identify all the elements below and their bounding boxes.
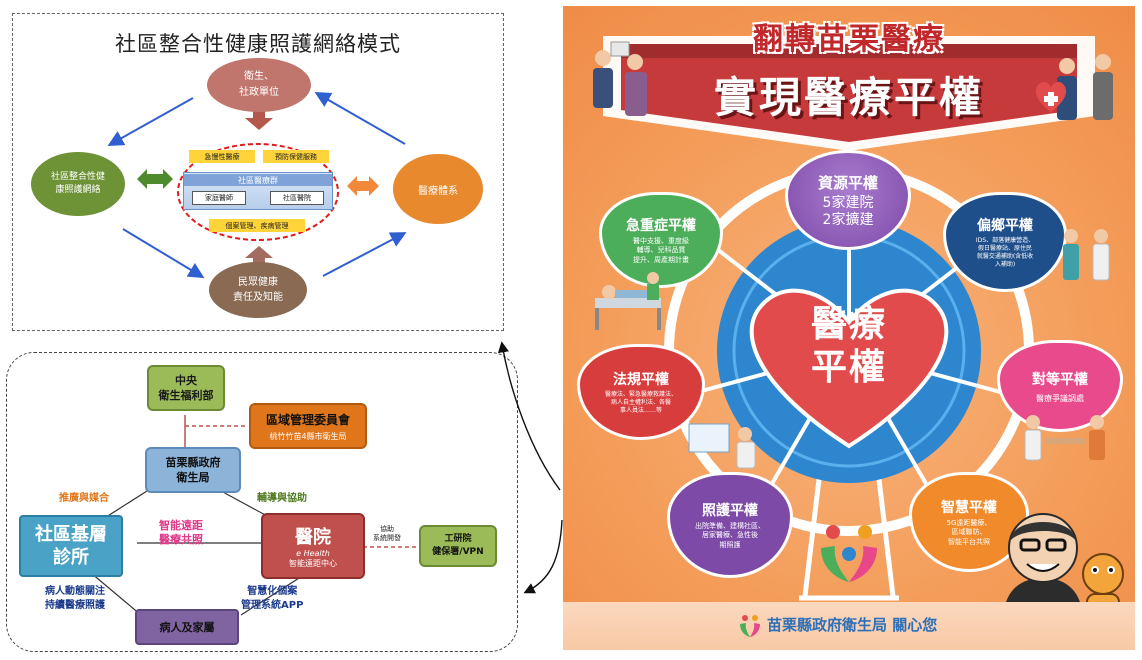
poster-center-text: 醫療 平權 <box>810 303 887 388</box>
box-itri-label: 工研院 健保署/VPN <box>432 533 484 558</box>
box-regional-sub: 桃竹竹苗4縣市衛生局 <box>269 431 347 441</box>
cross-arrows <box>497 341 563 594</box>
group-box: 社區醫療群 家庭醫師 社區醫院 <box>183 172 333 210</box>
heart-smart-body: 5G遠距醫療、 區域聯防、 智能平台共照 <box>946 518 992 546</box>
heart-care: 照護平權 出院準備、建構社區、 居家醫療、急性後 期照護 <box>667 472 793 578</box>
heart-care-title: 照護平權 <box>702 502 758 519</box>
heart-resource-title: 資源平權 <box>817 173 878 192</box>
poster-title-2: 實現醫療平權 <box>713 72 984 122</box>
poster-title-1: 翻轉苗栗醫療 <box>753 22 945 57</box>
heart-equal-title: 對等平權 <box>1032 371 1088 388</box>
heart-equal-body: 醫療爭議調處 <box>1036 393 1084 403</box>
heart-plus-icon <box>1035 81 1067 112</box>
consultation-illustration <box>1024 415 1105 461</box>
poster-banner <box>603 36 1095 151</box>
footer-logo-icon <box>740 615 760 637</box>
box-patient-label: 病人及家屬 <box>159 621 215 634</box>
label-promo: 推廣與媒合 <box>59 493 109 504</box>
box-hospital-label: 醫院 <box>295 527 331 548</box>
label-track: 病人動態關注 持續醫療照護 <box>45 586 105 611</box>
footer-text: 苗栗縣政府衛生局 關心您 <box>767 616 938 634</box>
poster: 翻轉苗栗醫療 實現醫療平權 醫療 平權 <box>563 6 1135 650</box>
box-county-label: 苗栗縣政府 衛生局 <box>165 455 221 484</box>
box-regional-label: 區域管理委員會 <box>265 412 350 427</box>
box-itri: 工研院 健保署/VPN <box>419 525 497 567</box>
health-bureau-logo <box>821 525 877 582</box>
box-clinic: 社區基層 診所 <box>19 515 123 577</box>
bottom-connectors <box>90 415 419 616</box>
top-arrows <box>107 92 407 279</box>
box-hospital-sub2: 智能遠距中心 <box>289 559 337 568</box>
box-clinic-label: 社區基層 診所 <box>35 523 107 568</box>
tag-chronic: 急慢性醫療 <box>189 150 255 163</box>
label-app: 智慧化個案 管理系統APP <box>241 586 304 611</box>
heart-rural: 偏鄉平權 IDS、部落健康營造、 假日醫療站、原住民 就醫交通補助(含低收 入補… <box>943 192 1067 292</box>
node-public: 民眾健康 責任及知能 <box>209 262 307 318</box>
box-hospital: 醫院 e Health 智能遠距中心 <box>261 513 365 579</box>
top-diagram: 社區整合性健康照護網絡模式 衛生、 社政單位 社區整合性健 康照護網絡 醫療體系… <box>12 13 504 331</box>
box-county: 苗栗縣政府 衛生局 <box>145 447 241 493</box>
heart-legal-body: 醫療法、緊急醫療救護法、 病人自主權利法、各醫 事人員法……等 <box>604 390 677 415</box>
heart-legal: 法規平權 醫療法、緊急醫療救護法、 病人自主權利法、各醫 事人員法……等 <box>577 344 705 440</box>
node-hospital-system-label: 醫療體系 <box>418 185 458 197</box>
node-community-care-label: 社區整合性健 康照護網絡 <box>50 171 105 196</box>
label-guide: 輔導與協助 <box>257 493 307 504</box>
heart-equal: 對等平權 醫療爭議調處 <box>997 340 1123 432</box>
heart-emergency-body: 醫中支援、重度級 輔導、兒科品質 提升、周產期計畫 <box>633 236 689 264</box>
box-central-label: 中央 衛生福利部 <box>158 373 214 402</box>
heart-resource: 資源平權 5家建院 2家擴建 <box>785 150 911 250</box>
telemedicine-illustration <box>688 423 756 469</box>
heart-rural-body: IDS、部落健康營造、 假日醫療站、原住民 就醫交通補助(含低收 入補助) <box>975 236 1035 269</box>
hospital-bed-illustration <box>595 272 661 330</box>
node-gov-label: 衛生、 社政單位 <box>239 71 279 98</box>
label-assist: 協助 系統開發 <box>373 525 401 543</box>
box-patient: 病人及家屬 <box>135 609 239 645</box>
box-central: 中央 衛生福利部 <box>147 365 225 411</box>
label-tele: 智能遠距 醫療共照 <box>159 519 203 547</box>
tag-community-hospital: 社區醫院 <box>270 191 324 205</box>
node-hospital-system: 醫療體系 <box>393 154 483 224</box>
group-label: 社區醫療群 <box>184 174 332 186</box>
tag-family-doctor: 家庭醫師 <box>192 191 246 205</box>
top-diagram-title: 社區整合性健康照護網絡模式 <box>115 32 401 56</box>
doctor-patient-illustration <box>1063 229 1110 281</box>
heart-resource-body: 5家建院 2家擴建 <box>822 194 874 228</box>
node-gov: 衛生、 社政單位 <box>207 58 311 112</box>
heart-rural-title: 偏鄉平權 <box>977 217 1033 234</box>
node-public-label: 民眾健康 責任及知能 <box>233 277 283 303</box>
heart-smart: 智慧平權 5G遠距醫療、 區域聯防、 智能平台共照 <box>909 472 1029 572</box>
heart-emergency: 急重症平權 醫中支援、重度級 輔導、兒科品質 提升、周產期計畫 <box>599 192 723 288</box>
node-community-care: 社區整合性健 康照護網絡 <box>31 152 125 216</box>
wheel <box>664 166 1034 601</box>
bottom-diagram: 中央 衛生福利部 區域管理委員會 桃竹竹苗4縣市衛生局 苗栗縣政府 衛生局 社區… <box>6 352 518 652</box>
heart-smart-title: 智慧平權 <box>941 499 997 516</box>
box-hospital-sub1: e Health <box>296 549 330 558</box>
poster-footer: 苗栗縣政府衛生局 關心您 <box>563 602 1135 650</box>
box-regional: 區域管理委員會 桃竹竹苗4縣市衛生局 <box>249 403 367 449</box>
people-illustration-left <box>593 41 647 116</box>
heart-legal-title: 法規平權 <box>613 371 669 388</box>
tag-case-mgmt: 個案管理、疾病管理 <box>209 219 305 232</box>
tag-preventive: 預防保健服務 <box>263 150 329 163</box>
heart-care-body: 出院準備、建構社區、 居家醫療、急性後 期照護 <box>695 521 765 549</box>
heart-emergency-title: 急重症平權 <box>626 217 696 234</box>
